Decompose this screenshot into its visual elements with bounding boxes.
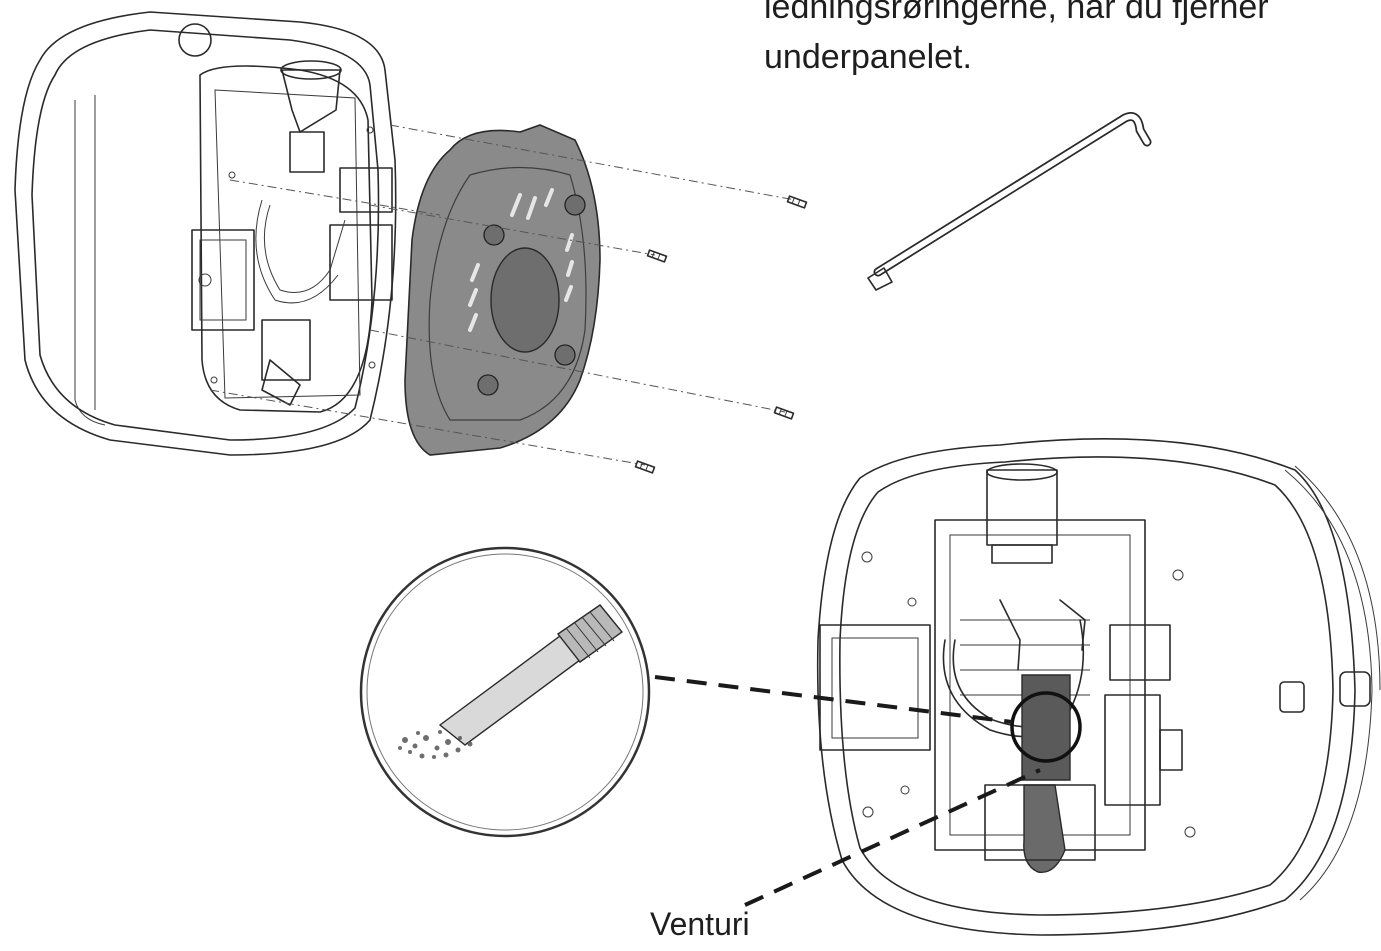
instruction-caption: ledningsrøringerne, når du fjerner under… [764, 0, 1376, 82]
screws [634, 195, 808, 474]
venturi-leader-line [744, 768, 1041, 907]
caption-line-2: underpanelet. [764, 38, 972, 76]
zoom-leader-line [654, 675, 1013, 724]
bottom-panel [404, 124, 601, 456]
allen-key [867, 112, 1152, 291]
explosion-lines [209, 124, 796, 466]
venturi-label: Venturi [650, 906, 750, 942]
unit-right [816, 438, 1381, 936]
zoom-detail [359, 546, 651, 838]
caption-line-1: ledningsrøringerne, når du fjerner [764, 0, 1269, 26]
unit-left [14, 11, 397, 456]
